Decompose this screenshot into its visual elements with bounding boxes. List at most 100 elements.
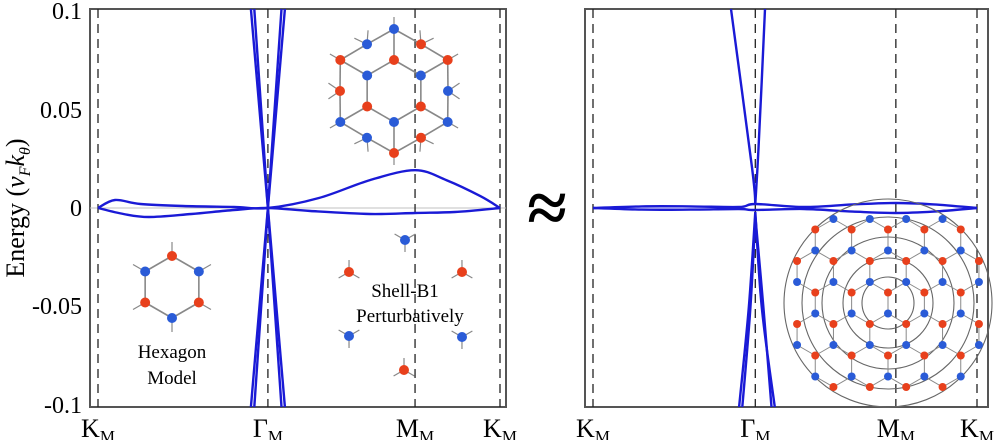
lattice-site <box>902 341 911 349</box>
lattice-site <box>920 246 929 255</box>
lattice-site <box>920 351 929 360</box>
lattice-site <box>193 297 204 308</box>
lattice-bond <box>393 59 422 77</box>
lattice-site <box>920 225 929 234</box>
lattice-site <box>389 117 399 127</box>
shell-b1-label-line2: Perturbatively <box>356 306 464 327</box>
lattice-site <box>902 215 911 223</box>
lattice-site <box>344 267 354 277</box>
lattice-site <box>811 372 820 381</box>
lattice-site <box>443 86 453 96</box>
lattice-site <box>811 351 820 360</box>
lattice-site <box>884 372 892 381</box>
left-panel: KM ΓM MM KM <box>81 8 517 440</box>
lattice-site <box>865 320 874 328</box>
lattice-bond <box>420 105 449 123</box>
x-tick-label: MM <box>877 414 915 440</box>
lattice-site <box>865 215 874 223</box>
lattice-site <box>884 351 892 360</box>
lattice-site <box>902 320 911 328</box>
x-tick-label: ΓM <box>253 414 283 440</box>
lattice-site <box>865 257 874 265</box>
lattice-site <box>974 278 983 286</box>
lattice-site <box>344 331 354 341</box>
lattice-site <box>847 246 856 255</box>
lattice-site <box>829 257 838 265</box>
x-tick-label: KM <box>81 414 115 440</box>
lattice-site <box>938 341 947 349</box>
shell-b1-label-line1: Shell-B1 <box>371 281 439 302</box>
lattice-site <box>416 132 426 143</box>
lattice-bond <box>420 43 449 61</box>
lattice-site <box>847 288 856 297</box>
y-tick-label: 0.05 <box>40 98 82 124</box>
lattice-bond <box>366 137 395 154</box>
lattice-site <box>389 24 399 34</box>
lattice-site <box>938 320 947 328</box>
lattice-site <box>362 101 373 112</box>
lattice-site <box>974 320 983 328</box>
lattice-site <box>847 351 856 360</box>
lattice-bond <box>393 137 422 154</box>
lattice-site <box>362 70 373 81</box>
band-curve <box>97 206 501 219</box>
lattice-site <box>884 225 892 234</box>
y-tick-label: 0.1 <box>52 0 82 25</box>
lattice-site <box>457 267 467 277</box>
lattice-site <box>389 55 399 65</box>
lattice-site <box>938 383 947 391</box>
band-curve <box>592 201 978 210</box>
lattice-bond <box>144 255 173 273</box>
lattice-site <box>362 132 372 143</box>
inset-shell-hexagon <box>328 17 460 165</box>
lattice-site <box>793 341 802 349</box>
band-curve <box>754 215 773 408</box>
lattice-site <box>938 215 947 223</box>
lattice-site <box>847 309 856 318</box>
inset-shell-b1-sites <box>338 233 473 377</box>
lattice-site <box>811 288 820 297</box>
band-curve <box>754 8 767 205</box>
lattice-site <box>362 39 372 50</box>
lattice-site <box>974 257 983 265</box>
lattice-site <box>442 55 453 65</box>
lattice-bond <box>171 255 200 273</box>
shell-ring <box>861 276 915 330</box>
lattice-bond <box>366 28 395 45</box>
lattice-site <box>902 257 911 265</box>
lattice-site <box>920 372 929 381</box>
band-curve <box>253 8 283 408</box>
lattice-site <box>956 246 965 255</box>
band-curve <box>741 215 757 408</box>
lattice-site <box>829 341 838 349</box>
x-tick-label: KM <box>483 414 517 440</box>
lattice-site <box>884 246 892 255</box>
x-tick-label: MM <box>396 414 434 440</box>
lattice-site <box>902 383 911 391</box>
band-curve <box>592 206 978 215</box>
band-curve <box>97 168 501 210</box>
lattice-site <box>938 257 947 265</box>
lattice-site <box>793 320 802 328</box>
lattice-site <box>920 288 929 297</box>
lattice-site <box>793 257 802 265</box>
lattice-site <box>193 266 204 277</box>
lattice-site <box>167 313 177 323</box>
lattice-site <box>920 309 929 318</box>
lattice-site <box>956 309 965 318</box>
lattice-site <box>829 320 838 328</box>
lattice-bond <box>339 59 368 77</box>
shell-ring <box>783 198 993 408</box>
lattice-bond <box>366 59 395 77</box>
lattice-bond <box>339 43 368 61</box>
x-tick-label: KM <box>960 414 994 440</box>
lattice-site <box>865 383 874 391</box>
y-tick-label: 0 <box>70 196 82 222</box>
approx-symbol: ≈ <box>527 168 567 248</box>
lattice-bond <box>339 121 368 139</box>
lattice-site <box>793 278 802 286</box>
lattice-site <box>829 215 838 223</box>
lattice-site <box>956 288 965 297</box>
